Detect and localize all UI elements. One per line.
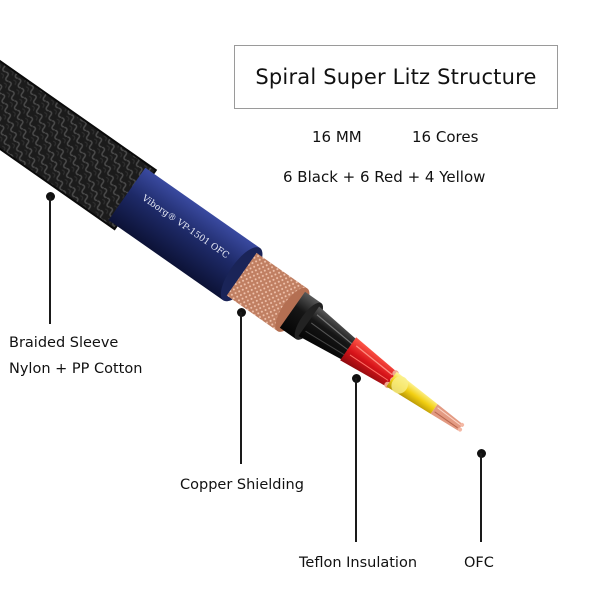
spec-size: 16 MM <box>312 128 362 146</box>
blue-jacket-shape: Viborg® VP-1501 OFC <box>108 167 263 302</box>
ofc-callout: OFC <box>464 555 494 571</box>
ofc-copper-shape <box>430 404 465 432</box>
sleeve-leader-line <box>49 196 51 324</box>
insulation-leader-line <box>355 378 357 542</box>
sleeve-callout-line1: Braided Sleeve <box>9 335 119 351</box>
black-wires-shape <box>298 306 360 362</box>
yellow-wires-shape <box>386 371 438 414</box>
spec-composition: 6 Black + 6 Red + 4 Yellow <box>283 168 486 186</box>
ofc-leader-line <box>480 453 482 542</box>
page-title: Spiral Super Litz Structure <box>234 45 558 109</box>
sleeve-callout-line2: Nylon + PP Cotton <box>9 361 143 377</box>
shield-callout: Copper Shielding <box>180 477 304 493</box>
insulation-callout: Teflon Insulation <box>299 555 418 571</box>
sleeve-callout: Braided Sleeve Nylon + PP Cotton <box>9 330 142 382</box>
spec-cores: 16 Cores <box>412 128 479 146</box>
shield-leader-line <box>240 312 242 464</box>
